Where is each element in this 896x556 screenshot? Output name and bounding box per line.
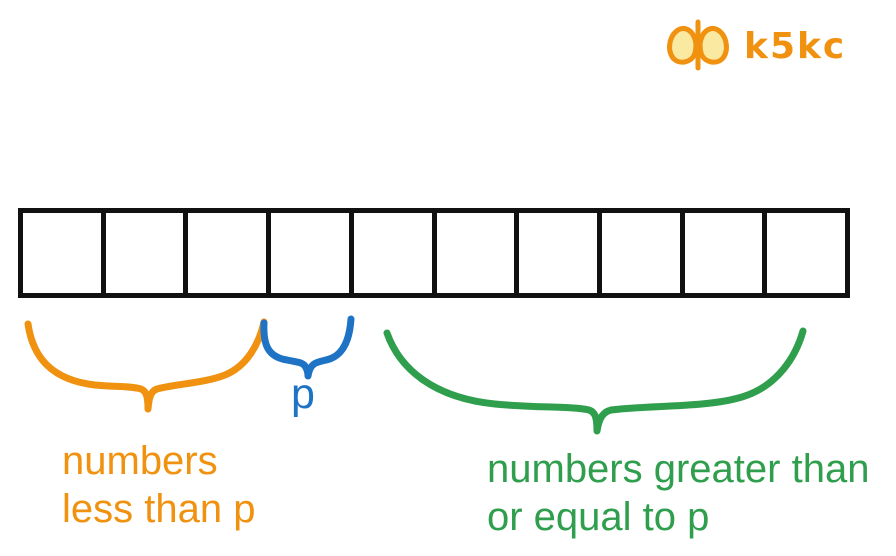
box-cell [602,213,685,293]
box-cell [437,213,520,293]
box-cell [354,213,437,293]
gte-label: numbers greater than or equal to p [487,447,870,539]
less-than-label: numbers less than p [62,439,256,531]
box-cell [519,213,602,293]
butterfly-icon [667,19,729,71]
box-cell [767,213,845,293]
box-cell [106,213,189,293]
k5kc-logo: k5kc [664,18,846,72]
box-cell [23,213,106,293]
brand-text: k5kc [744,26,847,67]
box-cell [188,213,272,293]
gte-brace [383,327,807,435]
box-cell [685,213,768,293]
number-strip [18,208,850,298]
p-label: p [291,370,315,418]
p-brace [260,315,355,380]
less-than-brace [24,318,268,413]
box-cell [271,213,354,293]
